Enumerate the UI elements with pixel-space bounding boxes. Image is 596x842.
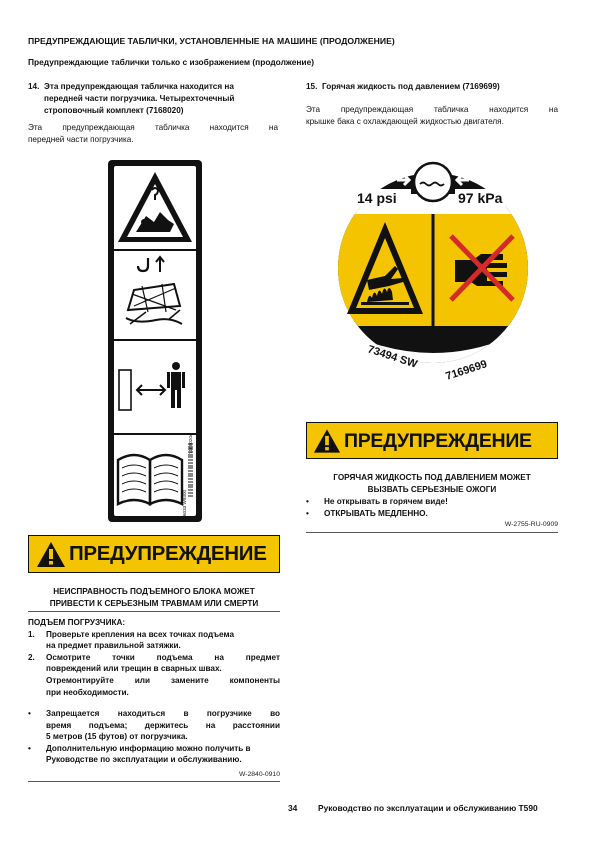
bullet-item: • Не открывать в горячем виде!	[306, 496, 558, 508]
warning-message-line: ГОРЯЧАЯ ЖИДКОСТЬ ПОД ДАВЛЕНИЕМ МОЖЕТ	[333, 473, 531, 482]
hot-fluid-bullets: • Не открывать в горячем виде! • ОТКРЫВА…	[306, 496, 558, 519]
description-line: Эта предупреждающая табличка находится н…	[28, 123, 278, 132]
decal-code-vertical: 6033 W9300	[182, 490, 187, 516]
pressure-tank-icon	[397, 150, 469, 203]
lifting-instructions: ПОДЪЕМ ПОГРУЗЧИКА: 1. Проверьте креплени…	[28, 617, 280, 698]
page-number: 34	[288, 803, 298, 813]
item-title-line: Эта предупреждающая табличка находится н…	[44, 82, 234, 91]
manual-title: Руководство по эксплуатации и обслуживан…	[318, 803, 538, 813]
divider	[28, 781, 280, 782]
reference-code: W-2840-0910	[238, 771, 280, 778]
page-header: ПРЕДУПРЕЖДАЮЩИЕ ТАБЛИЧКИ, УСТАНОВЛЕННЫЕ …	[28, 36, 395, 46]
keep-distance-icon	[118, 362, 185, 411]
burn-hazard-triangle-icon	[347, 222, 423, 314]
list-item: 1. Проверьте крепления на всех точках по…	[28, 629, 280, 652]
lifting-bullets: • Запрещается находиться в погрузчике во…	[28, 708, 280, 766]
item-15-title: 15. Горячая жидкость под давлением (7169…	[306, 81, 558, 95]
list-item: 2. Осмотрите точки подъема на предмет по…	[28, 652, 280, 698]
decal-code-vertical: 7168020A	[188, 432, 193, 454]
bullet-item: • ОТКРЫВАТЬ МЕДЛЕННО.	[306, 508, 558, 520]
warning-message: ГОРЯЧАЯ ЖИДКОСТЬ ПОД ДАВЛЕНИЕМ МОЖЕТ ВЫЗ…	[306, 472, 558, 495]
list-marker: 2.	[28, 652, 35, 662]
bullet-line: Руководстве по эксплуатации и обслуживан…	[46, 755, 242, 765]
bullet-line: 5 метров (15 футов) от погрузчика.	[46, 732, 188, 742]
decal-psi-label: 14 psi	[357, 190, 397, 206]
item-title-line: Горячая жидкость под давлением (7169699)	[322, 82, 500, 91]
lift-hazard-triangle-icon	[118, 172, 192, 242]
warning-word: ПРЕДУПРЕЖДЕНИЕ	[344, 430, 532, 452]
item-title-line: строповочный комплект (7168020)	[44, 106, 184, 115]
bullet-line: Дополнительную информацию можно получить…	[46, 743, 251, 753]
warning-triangle-icon	[37, 542, 65, 567]
warning-message: НЕИСПРАВНОСТЬ ПОДЪЕМНОГО БЛОКА МОЖЕТ ПРИ…	[28, 586, 280, 609]
item-14-title: 14. Эта предупреждающая табличка находит…	[28, 81, 280, 121]
warning-banner: ПРЕДУПРЕЖДЕНИЕ	[28, 535, 280, 573]
section-subtitle: Предупреждающие таблички только с изобра…	[28, 57, 315, 67]
description-line: передней части погрузчика.	[28, 135, 134, 145]
bullet-marker: •	[28, 709, 31, 718]
bullet-marker: •	[28, 743, 31, 753]
warning-message-line: ПРИВЕСТИ К СЕРЬЕЗНЫМ ТРАВМАМ ИЛИ СМЕРТИ	[49, 598, 259, 608]
bullet-line: Не открывать в горячем виде!	[324, 497, 448, 506]
bullet-item: • Запрещается находиться в погрузчике во…	[28, 708, 280, 743]
decal-barcode	[188, 442, 193, 498]
description-line: крышке бака с охлаждающей жидкостью двиг…	[306, 117, 504, 127]
description-line: Эта предупреждающая табличка находится н…	[306, 105, 558, 114]
divider	[306, 532, 558, 533]
divider	[28, 611, 280, 612]
list-line: при необходимости.	[46, 687, 129, 697]
no-touch-hand-icon	[449, 234, 515, 302]
bullet-item: • Дополнительную информацию можно получи…	[28, 743, 280, 766]
decal-right-code: 7169699	[444, 358, 488, 383]
read-manual-book-icon	[116, 453, 184, 506]
list-heading: ПОДЪЕМ ПОГРУЗЧИКА:	[28, 618, 126, 627]
list-line: Осмотрите точки подъема на предмет	[46, 652, 280, 662]
reference-code: W-2755-RU-0909	[504, 521, 558, 528]
item-number: 15.	[306, 82, 318, 91]
bullet-marker: •	[306, 508, 309, 518]
list-line: Отремонтируйте или замените компоненты	[46, 675, 280, 685]
warning-banner: ПРЕДУПРЕЖДЕНИЕ	[306, 422, 558, 459]
decal-kpa-label: 97 kPa	[458, 190, 503, 206]
bullet-line: ОТКРЫВАТЬ МЕДЛЕННО.	[324, 508, 428, 518]
item-14-description: Эта предупреждающая табличка находится н…	[28, 122, 278, 146]
item-title-line: передней части погрузчика. Четырехточечн…	[44, 94, 235, 103]
list-line: на предмет правильной затяжки.	[46, 641, 181, 651]
item-15-description: Эта предупреждающая табличка находится н…	[306, 104, 558, 128]
bullet-line: Запрещается находиться в погрузчике во	[46, 709, 280, 718]
list-line: повреждений или трещин в сварных швах.	[46, 664, 222, 674]
warning-message-line: НЕИСПРАВНОСТЬ ПОДЪЕМНОГО БЛОКА МОЖЕТ	[53, 587, 255, 596]
warning-word: ПРЕДУПРЕЖДЕНИЕ	[69, 542, 267, 565]
list-line: Проверьте крепления на всех точках подъе…	[46, 629, 234, 639]
bullet-marker: •	[306, 497, 309, 506]
warning-triangle-icon	[313, 429, 341, 453]
item-number: 14.	[28, 82, 40, 91]
list-marker: 1.	[28, 629, 35, 639]
warning-message-line: ВЫЗВАТЬ СЕРЬЕЗНЫЕ ОЖОГИ	[367, 484, 497, 494]
lifting-decal-image: 7168020A 6033 W9300	[108, 160, 202, 522]
lifting-loader-icon	[125, 255, 183, 325]
hot-fluid-decal-image: 14 psi 97 kPa 73494 SW 7169699	[338, 150, 528, 383]
bullet-line: время подъема; держитесь на расстоянии	[46, 720, 280, 730]
